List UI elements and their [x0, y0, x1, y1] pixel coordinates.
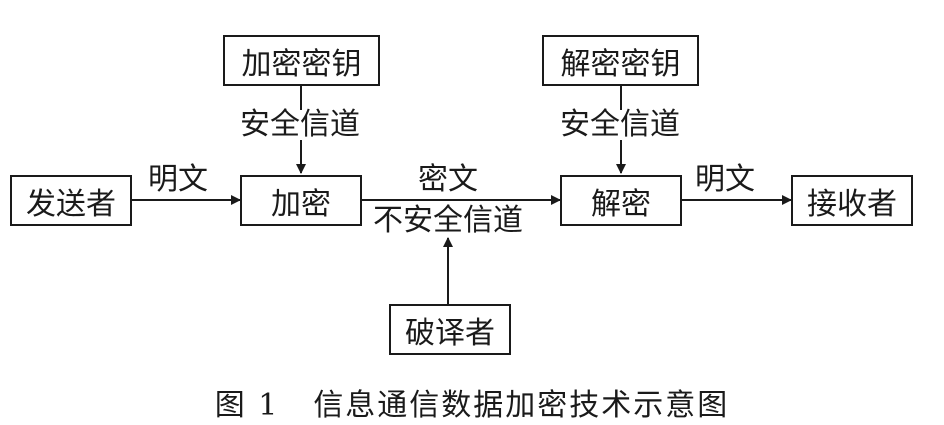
decrypt-box: 解密 — [560, 175, 682, 226]
secure-channel-left-label: 安全信道 — [240, 107, 360, 142]
figure-title: 信息通信数据加密技术示意图 — [313, 388, 730, 423]
secure-channel-right-label: 安全信道 — [560, 107, 680, 142]
plaintext-in-label: 明文 — [148, 162, 208, 197]
decrypt-key-box: 解密密钥 — [542, 35, 699, 86]
attacker-box: 破译者 — [389, 304, 511, 355]
ciphertext-label: 密文 — [418, 162, 478, 197]
plaintext-out-label: 明文 — [695, 162, 755, 197]
encrypt-key-box: 加密密钥 — [223, 35, 380, 86]
encrypt-box: 加密 — [240, 175, 362, 226]
sender-box: 发送者 — [10, 175, 132, 226]
figure-number: 图 1 — [214, 388, 280, 423]
receiver-box: 接收者 — [791, 175, 913, 226]
figure-caption: 图 1 信息通信数据加密技术示意图 — [0, 380, 944, 424]
insecure-channel-label: 不安全信道 — [373, 203, 523, 238]
